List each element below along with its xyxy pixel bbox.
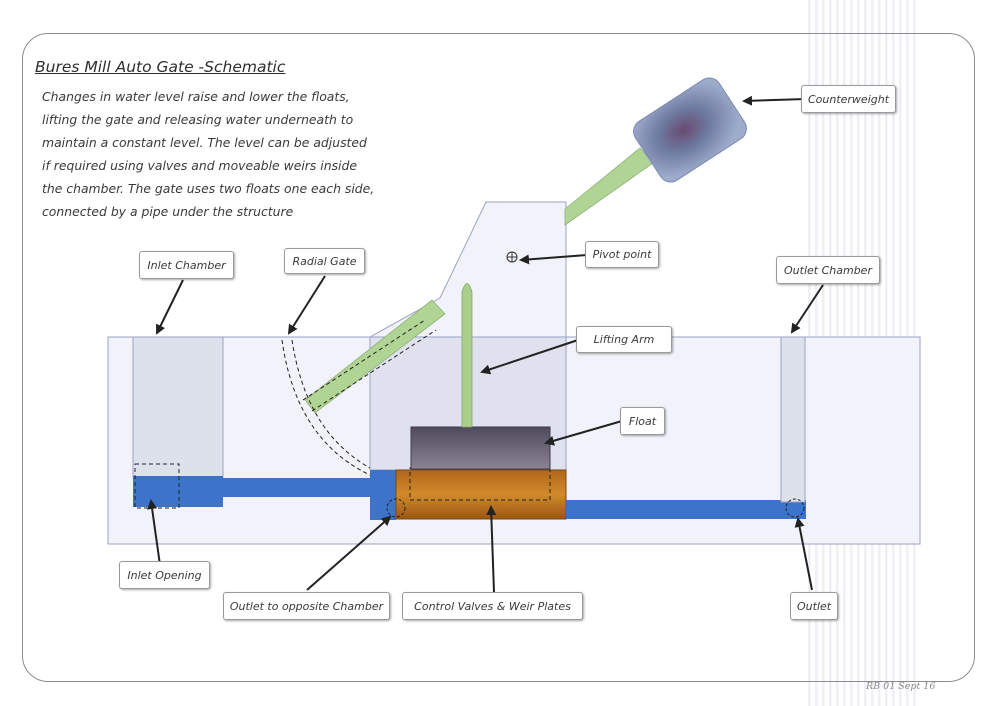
- arrow-outlet-chamber: [790, 284, 824, 334]
- pivot-point-icon: [506, 251, 518, 263]
- page-title: Bures Mill Auto Gate -Schematic: [35, 58, 286, 76]
- counterweight: [633, 77, 747, 183]
- label-counterweight: Counterweight: [801, 85, 896, 113]
- label-lifting-arm: Lifting Arm: [576, 326, 672, 353]
- outlet-to-opposite-chamber-marker: [386, 498, 406, 518]
- description-line: lifting the gate and releasing water und…: [42, 111, 354, 127]
- inlet-water: [133, 476, 223, 507]
- arrow-outlet: [794, 517, 813, 591]
- arrow-outlet-to-opposite-chamber: [306, 515, 392, 591]
- description: Changes in water level raise and lower t…: [42, 86, 412, 223]
- arrow-float: [544, 420, 623, 446]
- radial-gate-strut: [302, 319, 437, 412]
- arrow-control-valves: [486, 505, 497, 593]
- label-control-valves-weir-plates: Control Valves & Weir Plates: [402, 592, 583, 620]
- radial-gate-arc-outer: [281, 339, 371, 476]
- float: [410, 426, 551, 470]
- inlet-chamber: [132, 336, 224, 478]
- outlet-channel: [566, 500, 806, 519]
- signature: RB 01 Sept 16: [866, 681, 936, 692]
- central-water-left: [370, 470, 396, 520]
- counterweight-arm: [564, 147, 654, 226]
- arrow-lifting-arm: [480, 339, 579, 375]
- label-pivot-point: Pivot point: [585, 241, 659, 268]
- description-line: if required using valves and moveable we…: [42, 157, 357, 173]
- arrow-counterweight: [742, 95, 807, 106]
- inlet-opening-outline: [134, 463, 180, 509]
- arrow-pivot-point: [519, 254, 588, 265]
- description-line: Changes in water level raise and lower t…: [42, 89, 350, 104]
- page-frame: [22, 33, 975, 682]
- label-float: Float: [620, 407, 665, 435]
- outlet-marker: [785, 498, 805, 518]
- arrow-inlet-opening: [147, 499, 161, 566]
- gate-arm: [304, 299, 446, 414]
- label-outlet-chamber: Outlet Chamber: [776, 256, 880, 284]
- label-radial-gate: Radial Gate: [284, 248, 365, 274]
- label-outlet: Outlet: [790, 592, 838, 620]
- description-line: the chamber. The gate uses two floats on…: [42, 180, 375, 196]
- label-inlet-chamber: Inlet Chamber: [139, 251, 234, 279]
- label-outlet-to-opposite-chamber: Outlet to opposite Chamber: [223, 592, 390, 620]
- label-inlet-opening: Inlet Opening: [119, 561, 210, 589]
- lifting-arm: [461, 283, 473, 428]
- control-valves-box: [395, 469, 567, 520]
- outlet-chamber: [780, 336, 806, 503]
- connecting-pipe: [223, 478, 373, 497]
- leader-arrows: [147, 95, 824, 593]
- description-line: connected by a pipe under the structure: [42, 203, 294, 219]
- arrow-inlet-chamber: [156, 279, 184, 335]
- arrow-radial-gate: [287, 275, 326, 335]
- description-line: maintain a constant level. The level can…: [42, 134, 367, 150]
